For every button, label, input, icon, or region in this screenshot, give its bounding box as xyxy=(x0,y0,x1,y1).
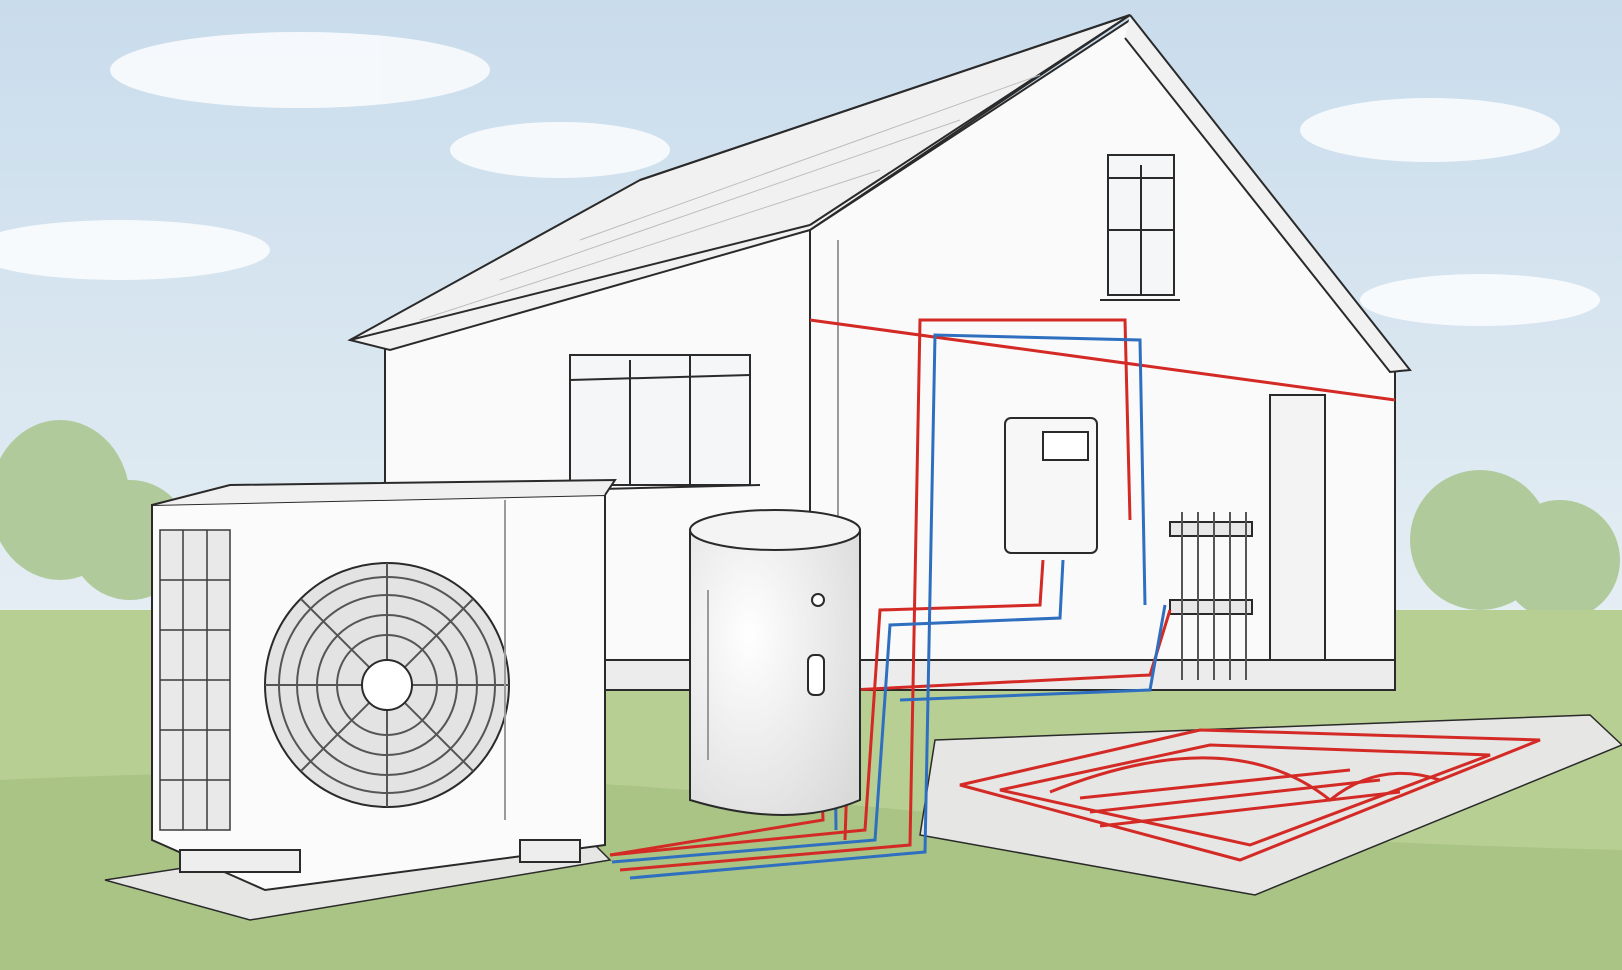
clouds xyxy=(0,32,1600,326)
garage-opening xyxy=(1269,394,1326,661)
wall-controller-box xyxy=(1004,417,1098,554)
house xyxy=(347,14,1412,691)
side-window xyxy=(559,354,761,491)
underfloor-heating-loop xyxy=(959,728,1541,862)
side-grille xyxy=(159,529,231,831)
hot-water-cylinder xyxy=(689,509,861,816)
fan-icon xyxy=(264,562,510,808)
outdoor-heat-pump-unit xyxy=(151,478,617,892)
gable-window xyxy=(1100,154,1180,301)
floor-slab xyxy=(919,714,1622,896)
underfloor-manifold xyxy=(1169,512,1253,680)
